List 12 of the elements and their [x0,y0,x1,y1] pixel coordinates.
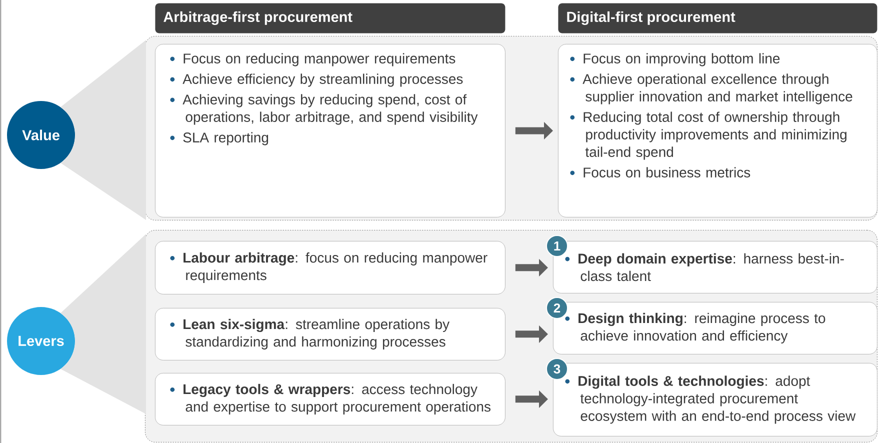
bullet-box: Legacy tools & wrappers: access technology and expertise to support procurement operations [155,372,506,426]
bullet-box: Focus on reducing manpower requirements Achieve efficiency by streamlining processes Achieving savings by reducing spend, cost of operations, labor arbitrage, and spend visibility SLA reporting [155,44,506,218]
column-header: Arbitrage-first procurement [155,3,506,34]
column-header: Digital-first procurement [558,3,878,34]
bullet-box: Focus on improving bottom line Achieve operational excellence through supplier innovation and market intelligence Reducing total cost of ownership through productivity improvements and minimizing tail-end spend Focus on business metrics [558,44,878,218]
bullet-box: Lean six-sigma: streamline operations by standardizing and harmonizing processes [155,308,506,360]
callout-wedge [60,234,146,414]
callout-wedge [60,40,146,220]
bullet-box: Labour arbitrage: focus on reducing manpower requirements [155,241,506,294]
number-badge: 2 [546,296,568,319]
number-badge: 1 [546,234,568,257]
number-badge: 3 [546,358,568,380]
